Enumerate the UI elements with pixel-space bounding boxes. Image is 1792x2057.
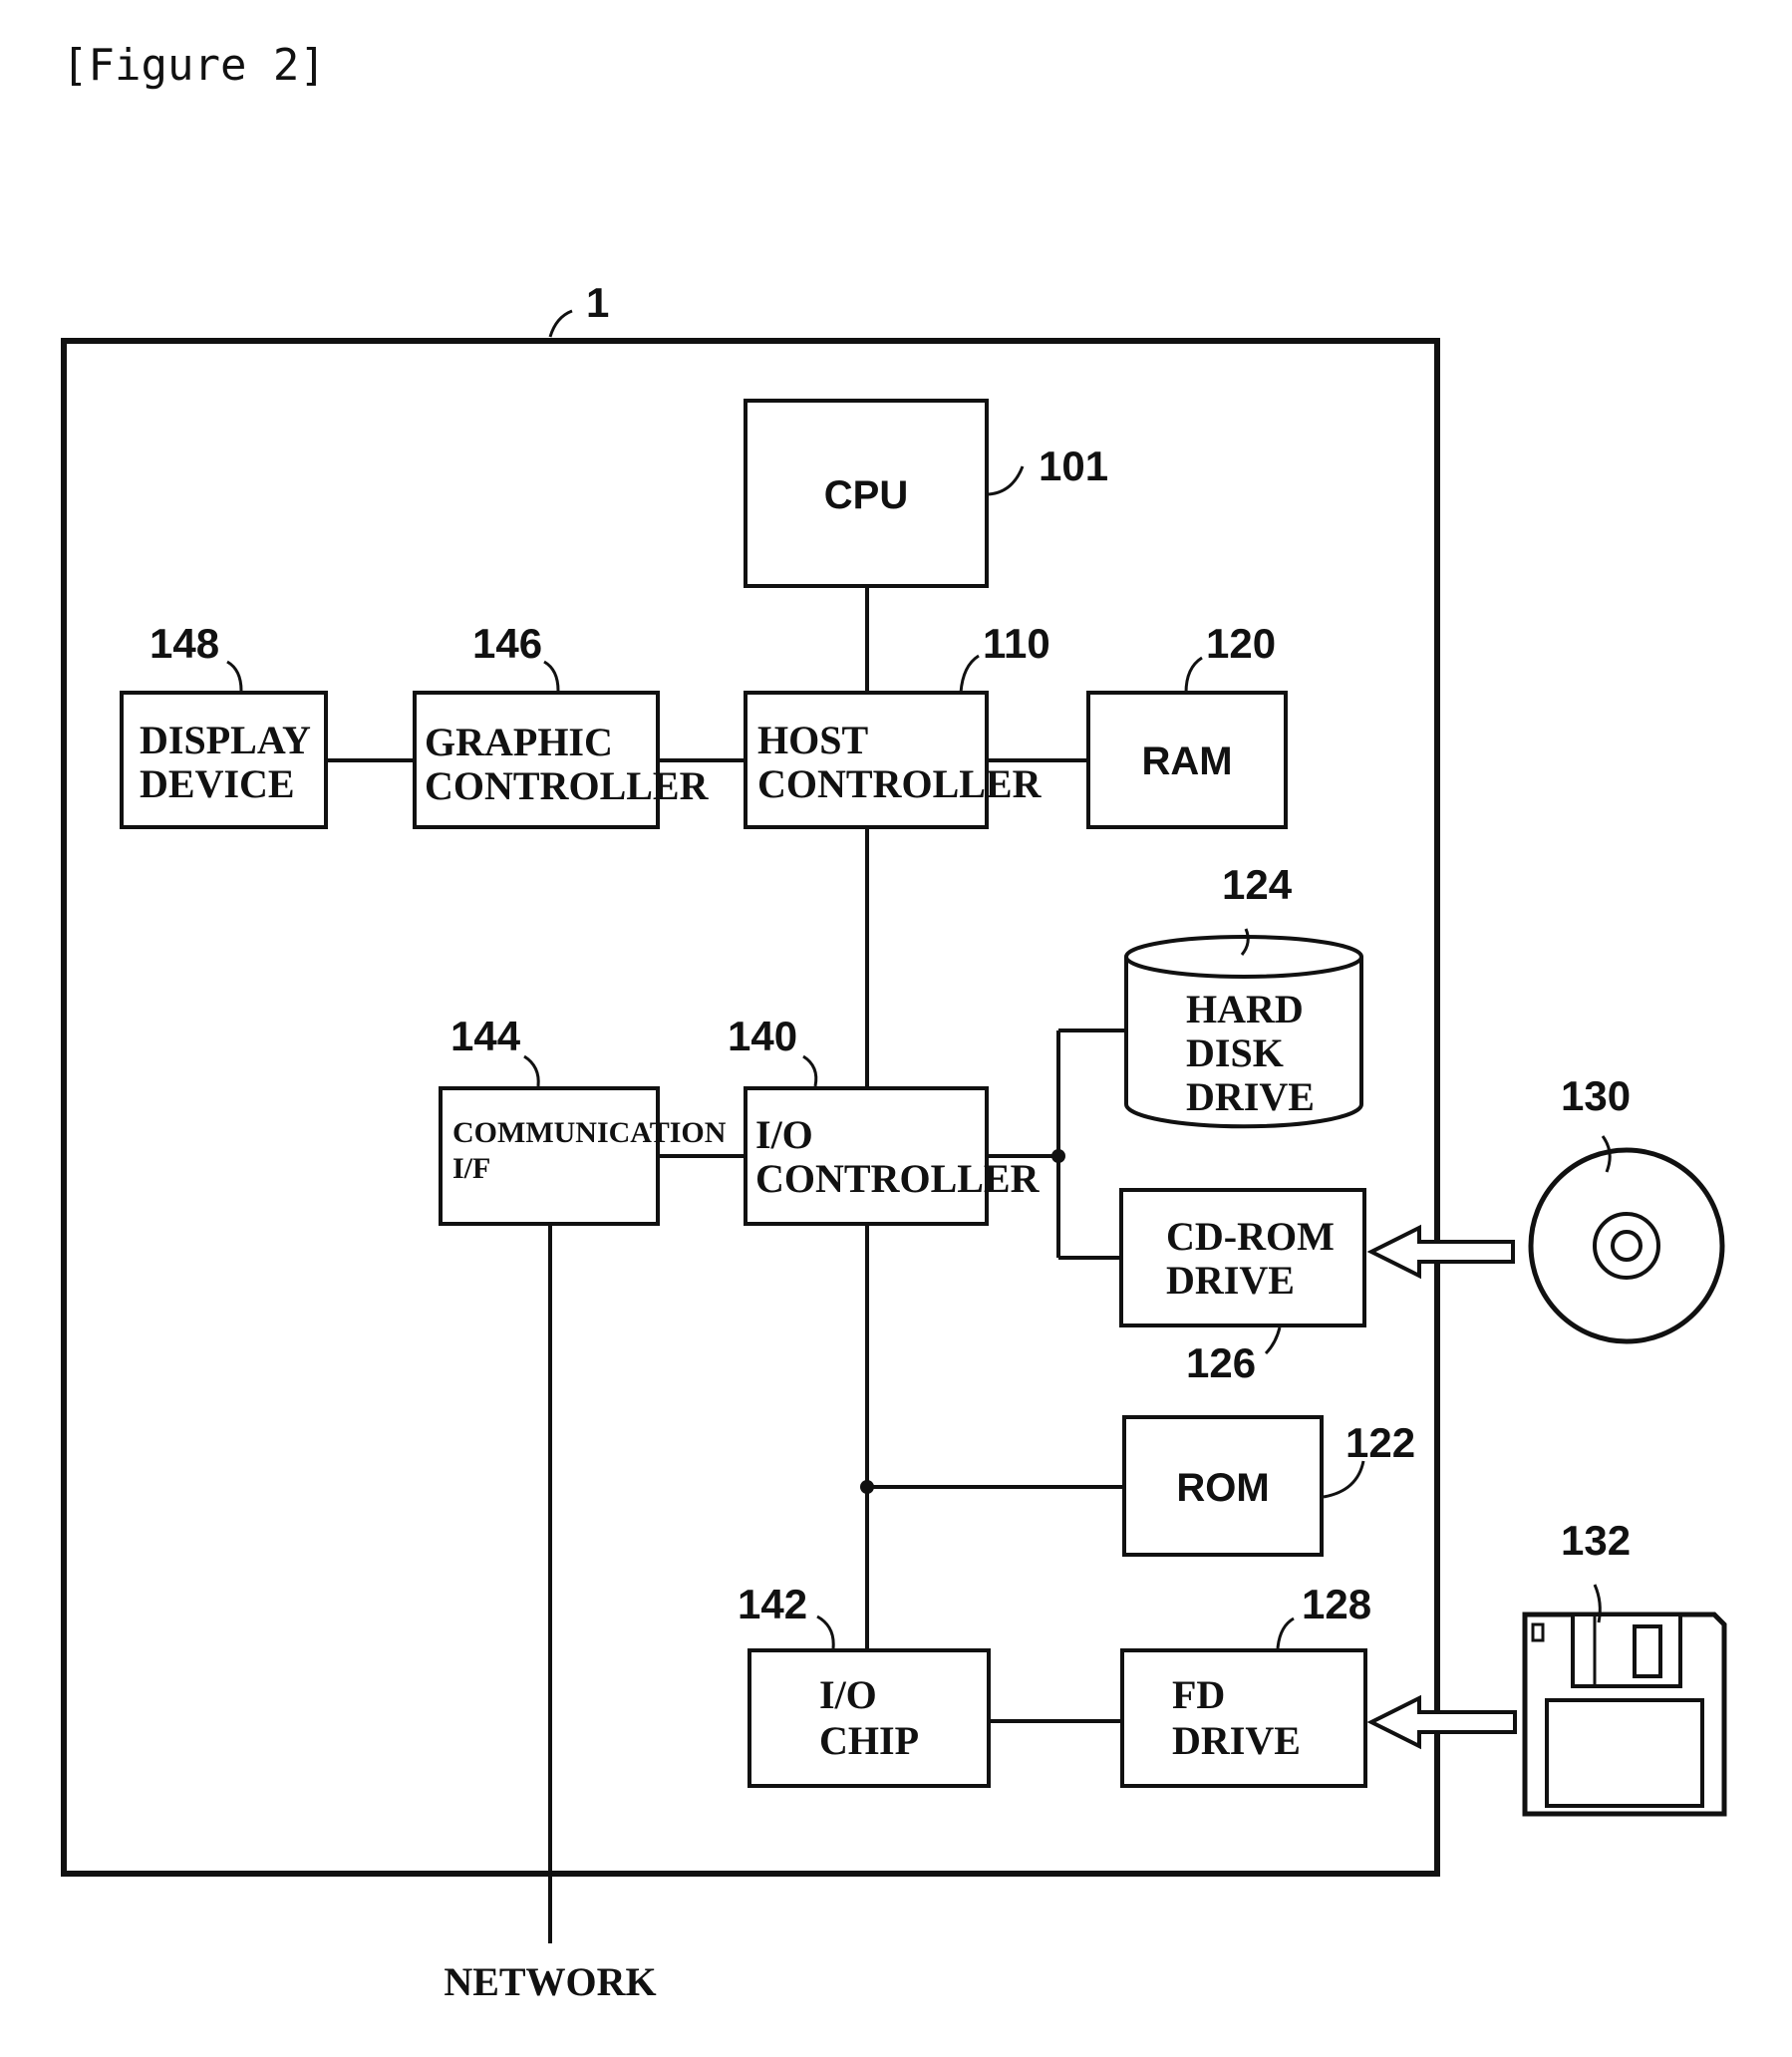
communication-if-ref-leader: [523, 1054, 540, 1087]
junction-io: [1051, 1149, 1065, 1163]
graphic-controller-label-1: GRAPHIC: [425, 720, 613, 764]
display-device-ref-leader: [226, 660, 243, 692]
fd-drive-ref-leader: [1276, 1616, 1295, 1649]
fd-drive-ref: 128: [1302, 1581, 1371, 1627]
graphic-controller-ref: 146: [472, 620, 542, 667]
hard-disk-drive-body: [1124, 957, 1363, 1129]
io-controller-box: [744, 1086, 989, 1226]
cdrom-drive-label-1: CD-ROM: [1166, 1214, 1335, 1259]
communication-if-box: [439, 1086, 660, 1226]
fd-drive-box: [1120, 1648, 1367, 1788]
host-controller-block: HOST CONTROLLER 110: [744, 620, 1050, 829]
io-chip-label-2: CHIP: [819, 1718, 919, 1763]
host-controller-label-1: HOST: [757, 718, 868, 762]
system-ref-leader: [548, 309, 573, 338]
cdrom-insert-arrow: [1366, 1224, 1515, 1280]
graphic-controller-box: [413, 691, 660, 829]
rom-block: ROM 122: [1122, 1415, 1415, 1557]
hard-disk-drive-top: [1124, 935, 1363, 979]
host-controller-ref-leader: [959, 654, 980, 694]
fd-drive-block: FD DRIVE 128: [1120, 1581, 1371, 1788]
fd-drive-label-2: DRIVE: [1172, 1718, 1301, 1763]
io-controller-label-1: I/O: [755, 1112, 813, 1157]
rom-ref: 122: [1345, 1419, 1415, 1466]
host-controller-box: [744, 691, 989, 829]
cpu-label: CPU: [824, 473, 908, 517]
ram-box: [1086, 691, 1288, 829]
hard-disk-drive-ref-leader: [1240, 928, 1250, 956]
rom-ref-leader: [1323, 1460, 1365, 1499]
cdrom-disc-ref-leader: [1601, 1135, 1612, 1173]
cdrom-disc-icon: 130: [1528, 1072, 1725, 1344]
cpu-ref: 101: [1039, 442, 1108, 489]
disc-ring: [1593, 1212, 1660, 1280]
io-controller-ref: 140: [728, 1013, 797, 1059]
io-controller-block: I/O CONTROLLER 140: [728, 1013, 1041, 1226]
figure-caption: [Figure 2]: [62, 40, 326, 91]
io-chip-label-1: I/O: [819, 1672, 877, 1717]
host-controller-ref: 110: [983, 620, 1050, 667]
system-ref: 1: [586, 279, 609, 326]
bus-wires: [326, 586, 1126, 1943]
io-chip-block: I/O CHIP 142: [738, 1581, 991, 1788]
floppy-disk-icon: 132: [1522, 1517, 1727, 1817]
junction-rom: [860, 1480, 874, 1494]
io-chip-ref-leader: [816, 1615, 835, 1649]
ram-ref-leader: [1184, 656, 1203, 694]
cdrom-drive-block: CD-ROM DRIVE 126: [1119, 1188, 1366, 1386]
hard-disk-drive-label-2: DISK: [1186, 1030, 1284, 1075]
host-controller-label-2: CONTROLLER: [757, 761, 1043, 806]
graphic-controller-block: GRAPHIC CONTROLLER 146: [413, 620, 710, 829]
disc-hole: [1611, 1230, 1643, 1262]
io-chip-ref: 142: [738, 1581, 807, 1627]
cdrom-drive-ref: 126: [1186, 1339, 1256, 1386]
ram-block: RAM 120: [1086, 620, 1288, 829]
cpu-box: [744, 399, 989, 588]
communication-if-block: COMMUNICATION I/F 144: [439, 1013, 727, 1226]
graphic-controller-ref-leader: [543, 660, 560, 692]
io-controller-label-2: CONTROLLER: [755, 1156, 1041, 1201]
hard-disk-drive-label-1: HARD: [1186, 987, 1304, 1031]
hard-disk-drive-block: HARD DISK DRIVE 124: [1124, 861, 1363, 1129]
ram-ref: 120: [1206, 620, 1276, 667]
network-label: NETWORK: [444, 1959, 656, 2004]
communication-if-ref: 144: [450, 1013, 521, 1059]
rom-box: [1122, 1415, 1324, 1557]
display-device-ref: 148: [149, 620, 219, 667]
communication-if-label-2: I/F: [452, 1152, 490, 1185]
display-device-label-2: DEVICE: [140, 761, 295, 806]
cdrom-disc-ref: 130: [1561, 1072, 1631, 1119]
io-chip-box: [747, 1648, 991, 1788]
floppy-write-protect: [1531, 1622, 1545, 1642]
floppy-label-area: [1545, 1698, 1704, 1808]
cdrom-drive-label-2: DRIVE: [1166, 1258, 1295, 1303]
graphic-controller-label-2: CONTROLLER: [425, 763, 710, 808]
hard-disk-drive-label-3: DRIVE: [1186, 1074, 1315, 1119]
communication-if-label-1: COMMUNICATION: [452, 1116, 727, 1149]
display-device-block: DISPLAY DEVICE 148: [120, 620, 328, 829]
floppy-disk-ref: 132: [1561, 1517, 1631, 1564]
cdrom-drive-ref-leader: [1264, 1326, 1282, 1355]
fd-insert-arrow: [1366, 1694, 1517, 1750]
cdrom-drive-box: [1119, 1188, 1366, 1327]
system-frame: [61, 338, 1440, 1877]
display-device-label-1: DISPLAY: [140, 718, 311, 762]
floppy-shutter: [1571, 1613, 1682, 1688]
io-controller-ref-leader: [802, 1054, 818, 1087]
ram-label: RAM: [1141, 739, 1232, 783]
disc-outer: [1528, 1147, 1725, 1344]
cpu-block: CPU 101: [744, 399, 1108, 588]
cpu-ref-leader: [988, 465, 1025, 496]
floppy-shutter-window: [1633, 1624, 1662, 1678]
display-device-box: [120, 691, 328, 829]
hard-disk-drive-ref: 124: [1222, 861, 1293, 908]
fd-drive-label-1: FD: [1172, 1672, 1225, 1717]
rom-label: ROM: [1176, 1466, 1269, 1510]
floppy-disk-ref-leader: [1593, 1584, 1602, 1623]
